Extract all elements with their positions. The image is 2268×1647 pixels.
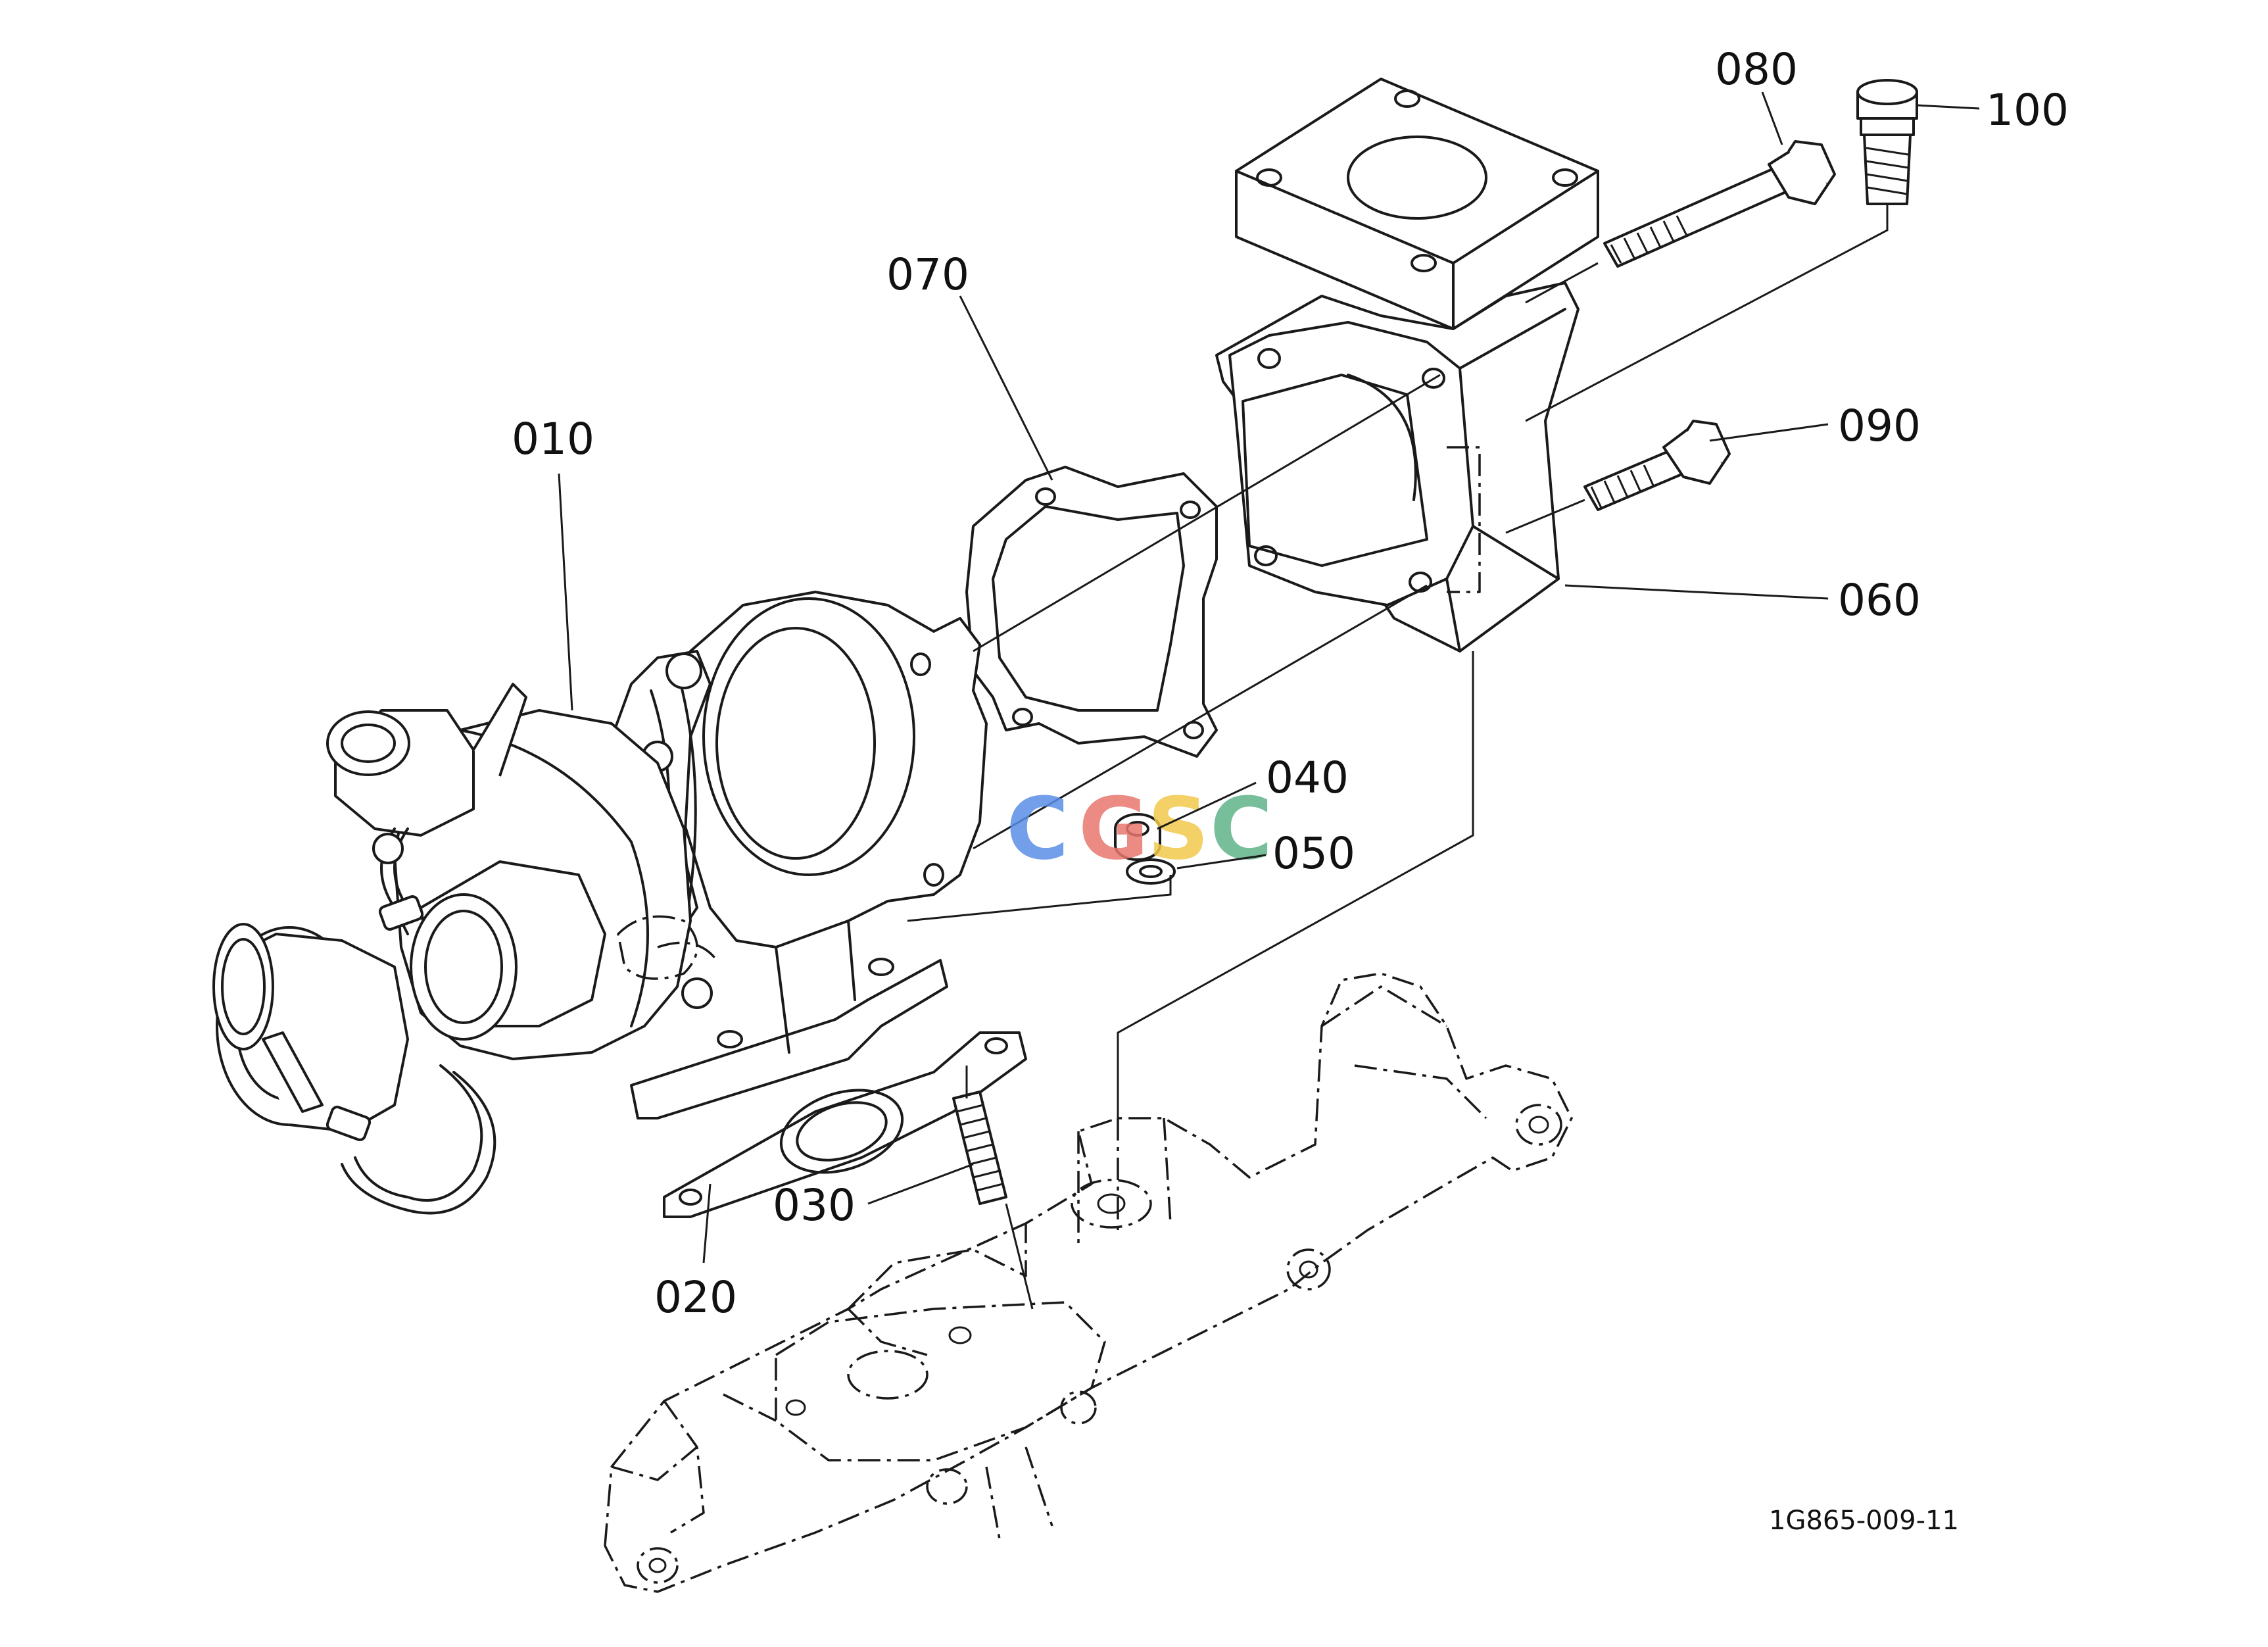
watermark-logo: C G S C	[1006, 779, 1272, 879]
turbocharger-010	[212, 591, 988, 1215]
gasket-020	[663, 1031, 1027, 1218]
watermark-letter: C	[1210, 779, 1272, 879]
assembly-centerlines	[907, 204, 1889, 1310]
watermark-letter: C	[1006, 779, 1069, 879]
drawing-reference-code: 1G865-009-11	[1769, 1506, 1959, 1536]
callout-050: 050	[1272, 828, 1355, 879]
callout-080: 080	[1715, 44, 1798, 95]
exhaust-elbow-060	[1215, 78, 1599, 652]
washer-050	[1126, 858, 1176, 885]
callout-070: 070	[886, 249, 969, 300]
watermark-letter: G	[1078, 779, 1149, 879]
watermark-letter: S	[1147, 779, 1209, 879]
callout-040: 040	[1266, 752, 1349, 803]
callout-100: 100	[1986, 85, 2069, 135]
callout-010: 010	[512, 414, 594, 464]
callout-030: 030	[773, 1180, 856, 1231]
bolt-090	[1583, 420, 1731, 511]
stud-030	[952, 1091, 1007, 1205]
callout-060: 060	[1838, 575, 1921, 626]
callout-020: 020	[654, 1272, 737, 1323]
callout-090: 090	[1838, 401, 1921, 451]
callout-leaders	[558, 91, 1980, 1264]
nut-040	[1114, 813, 1161, 861]
callout-labels: 010 020 030 040 050 060 070 080 090 100	[512, 44, 2069, 1323]
gasket-070	[965, 466, 1218, 758]
bolt-100	[1856, 79, 1918, 205]
exhaust-manifold-outline	[604, 972, 1573, 1593]
bolt-080	[1603, 140, 1836, 268]
